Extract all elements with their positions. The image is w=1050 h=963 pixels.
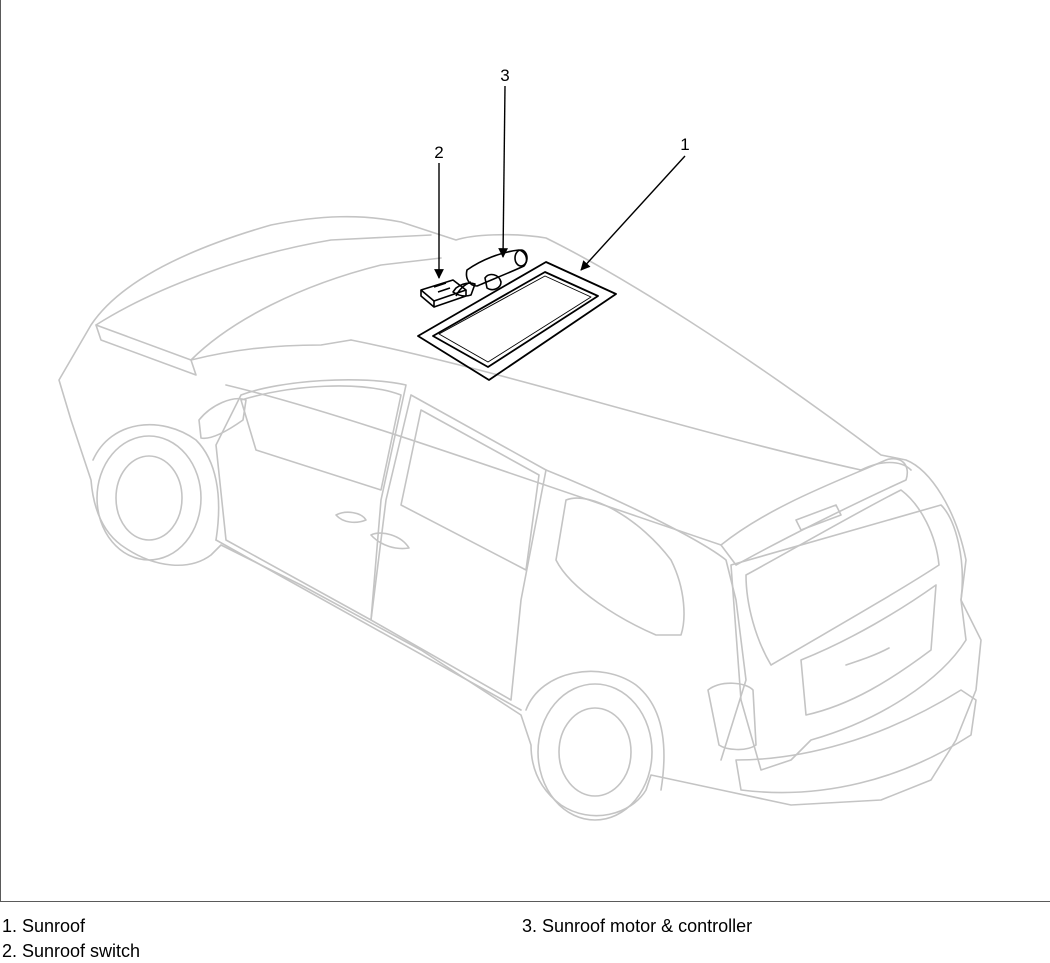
rear-quarter-window bbox=[555, 497, 685, 636]
hood-line bbox=[95, 324, 197, 376]
front-window bbox=[240, 385, 402, 491]
rear-wheel-outer bbox=[537, 683, 653, 821]
diagram-figure: 1 2 3 bbox=[0, 0, 1050, 902]
windshield bbox=[190, 339, 352, 361]
rear-spoiler bbox=[720, 458, 908, 566]
callout-number-2: 2 bbox=[434, 143, 443, 162]
sunroof-switch bbox=[420, 279, 476, 308]
sliding-door-handle bbox=[370, 532, 410, 550]
tailgate bbox=[730, 504, 967, 771]
quarter-panel bbox=[545, 469, 747, 761]
front-door-handle bbox=[335, 511, 367, 524]
callout-number-1: 1 bbox=[680, 135, 689, 154]
switch-buttons bbox=[433, 282, 451, 293]
rear-wheel-arch bbox=[525, 670, 665, 791]
rocker-line bbox=[215, 539, 522, 711]
sunroof-inner-edge bbox=[438, 275, 592, 363]
tailgate-handle bbox=[845, 647, 890, 666]
sunroof-glass bbox=[432, 271, 599, 368]
rear-wheel-inner bbox=[558, 707, 632, 797]
beltline bbox=[225, 384, 722, 546]
legend-item-sunroof: 1. Sunroof bbox=[2, 916, 86, 936]
motor-end-cap bbox=[514, 249, 528, 267]
leader-line-1 bbox=[580, 155, 686, 271]
side-mirror bbox=[198, 398, 247, 440]
vehicle-outline bbox=[58, 215, 982, 821]
vehicle-diagram: 1 2 3 bbox=[58, 66, 982, 821]
legend-item-sunroof-switch: 2. Sunroof switch bbox=[2, 941, 141, 961]
rear-bumper bbox=[735, 689, 977, 794]
windshield-upper bbox=[190, 257, 442, 361]
switch-lower bbox=[420, 290, 435, 308]
callout-number-3: 3 bbox=[500, 66, 509, 85]
body-silhouette bbox=[58, 215, 982, 817]
front-wheel-arch bbox=[92, 423, 220, 541]
motor-housing bbox=[465, 249, 528, 287]
motor-wire bbox=[455, 281, 472, 297]
sliding-window bbox=[400, 409, 540, 571]
roof-front-edge bbox=[95, 234, 432, 326]
high-mount-lamp bbox=[795, 504, 842, 531]
motor-gear bbox=[484, 273, 502, 291]
front-wheel-inner bbox=[115, 455, 183, 541]
leader-lines bbox=[434, 85, 686, 279]
front-wheel-outer bbox=[96, 435, 202, 561]
legend-item-sunroof-motor-controller: 3. Sunroof motor & controller bbox=[522, 916, 753, 936]
tail-light bbox=[707, 682, 757, 751]
leader-line-3 bbox=[498, 85, 509, 258]
rear-window bbox=[745, 489, 940, 666]
sunroof-assembly bbox=[417, 261, 617, 381]
sunroof-frame bbox=[417, 261, 617, 381]
roof-side-line bbox=[350, 339, 862, 471]
license-recess bbox=[800, 584, 937, 716]
front-door bbox=[215, 379, 407, 621]
